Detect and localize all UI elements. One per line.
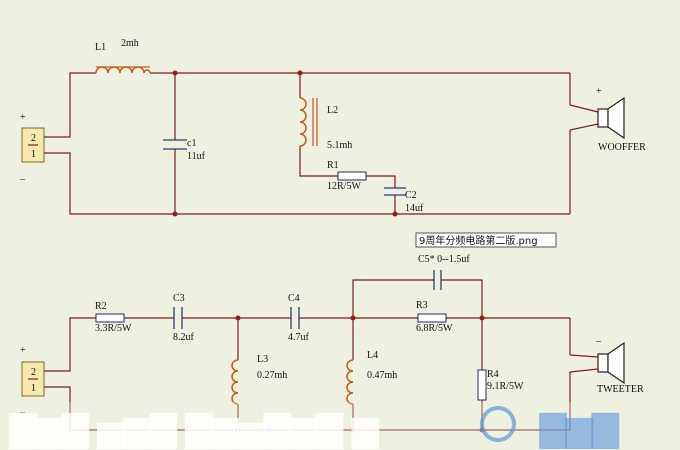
svg-text:11uf: 11uf — [187, 151, 206, 162]
resistor-r4: R4 9.1R/5W — [477, 369, 524, 401]
woofer-input-connector: 2 1 + – — [19, 112, 45, 185]
woofer-wires — [44, 72, 599, 215]
svg-text:–: – — [19, 407, 26, 418]
svg-text:+: + — [20, 112, 26, 123]
svg-text:–: – — [19, 174, 26, 185]
svg-text:TWEETER: TWEETER — [597, 384, 644, 395]
svg-text:+: + — [596, 86, 602, 97]
tweeter-speaker-icon: – TWEETER — [595, 336, 644, 395]
svg-text:L3: L3 — [257, 354, 268, 365]
filename-note: 9周年分频电路第二版.png — [415, 232, 557, 248]
capacitor-c5: C5* 0--1.5uf — [418, 254, 470, 290]
svg-text:L2: L2 — [327, 105, 338, 116]
svg-text:R3: R3 — [416, 300, 428, 311]
svg-text:L4: L4 — [367, 350, 378, 361]
svg-text:L1: L1 — [95, 42, 106, 53]
svg-text:12R/5W: 12R/5W — [327, 181, 361, 192]
svg-text:–: – — [595, 336, 602, 347]
svg-text:2: 2 — [31, 367, 36, 378]
svg-text:R1: R1 — [327, 160, 339, 171]
svg-text:C2: C2 — [405, 190, 417, 201]
svg-text:4.7uf: 4.7uf — [288, 332, 310, 343]
capacitor-c2: C2 14uf — [384, 187, 424, 214]
svg-text:1: 1 — [31, 149, 36, 160]
svg-text:2mh: 2mh — [121, 38, 139, 49]
inductor-l4: L4 0.47mh — [346, 350, 397, 405]
svg-text:WOOFFER: WOOFFER — [598, 142, 646, 153]
svg-text:2: 2 — [31, 133, 36, 144]
svg-text:▇▆▇: ▇▆▇ — [539, 410, 620, 450]
svg-text:C3: C3 — [173, 293, 185, 304]
svg-text:5.1mh: 5.1mh — [327, 140, 352, 151]
svg-text:R4: R4 — [487, 369, 499, 380]
svg-text:9周年分频电路第二版.png: 9周年分频电路第二版.png — [419, 234, 538, 247]
svg-text:6.8R/5W: 6.8R/5W — [416, 323, 453, 334]
svg-text:C4: C4 — [288, 293, 300, 304]
svg-text:0.27mh: 0.27mh — [257, 370, 287, 381]
svg-text:3.3R/5W: 3.3R/5W — [95, 323, 132, 334]
svg-text:+: + — [20, 345, 26, 356]
capacitor-c1: c1 11uf — [163, 138, 206, 162]
inductor-l2: L2 5.1mh — [299, 97, 352, 151]
svg-text:▇▆▇ ▅▆▇ ▇▆▅▇▆▇ ▆: ▇▆▇ ▅▆▇ ▇▆▅▇▆▇ ▆ — [9, 410, 380, 450]
resistor-r2: R2 3.3R/5W — [95, 301, 132, 334]
svg-text:8.2uf: 8.2uf — [173, 332, 195, 343]
woofer-junctions — [172, 70, 398, 217]
resistor-r1: R1 12R/5W — [327, 160, 367, 192]
svg-text:0.47mh: 0.47mh — [367, 370, 397, 381]
watermark: ▇▆▇ ▅▆▇ ▇▆▅▇▆▇ ▆ ▇▆▇ — [0, 402, 680, 450]
capacitor-c3: C3 8.2uf — [173, 293, 195, 343]
svg-text:9.1R/5W: 9.1R/5W — [487, 381, 524, 392]
inductor-l1: L1 2mh — [95, 38, 151, 74]
svg-text:1: 1 — [31, 383, 36, 394]
svg-text:14uf: 14uf — [405, 203, 424, 214]
tweeter-wires — [44, 279, 599, 431]
tweeter-input-connector: 2 1 + – — [19, 345, 45, 418]
woofer-speaker-icon: + WOOFFER — [596, 86, 646, 153]
svg-text:R2: R2 — [95, 301, 107, 312]
svg-text:c1: c1 — [187, 138, 196, 149]
svg-text:C5* 0--1.5uf: C5* 0--1.5uf — [418, 254, 470, 265]
resistor-r3: R3 6.8R/5W — [416, 300, 453, 334]
capacitor-c4: C4 4.7uf — [288, 293, 310, 343]
inductor-l3: L3 0.27mh — [231, 354, 287, 405]
